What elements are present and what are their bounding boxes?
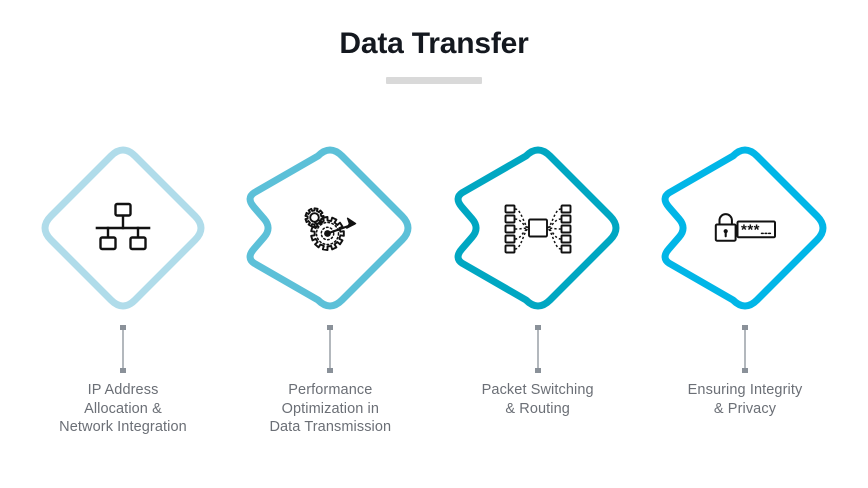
- diamond-shape-ip-address-allocation[interactable]: [28, 133, 218, 323]
- svg-text:***: ***: [741, 222, 760, 239]
- page-title: Data Transfer: [339, 27, 529, 60]
- title-underline-rule: [386, 77, 482, 84]
- connector-line-performance-optimization: [323, 323, 337, 375]
- packet-switch-icon: [443, 133, 633, 323]
- network-sitemap-icon: [28, 133, 218, 323]
- step-caption-ensuring-integrity-privacy: Ensuring Integrity & Privacy: [687, 382, 803, 417]
- lock-password-icon: ***: [650, 133, 840, 323]
- gears-target-arrow-icon: [235, 133, 425, 323]
- connector-line-ip-address-allocation: [116, 323, 130, 375]
- process-step-ip-address-allocation[interactable]: IP Address Allocation & Network Integrat…: [28, 133, 218, 437]
- connector-line-packet-switching-routing: [531, 323, 545, 375]
- connector-line-ensuring-integrity-privacy: [738, 323, 752, 375]
- process-step-ensuring-integrity-privacy[interactable]: *** Ensuring Integrity & Privacy: [650, 133, 840, 437]
- process-step-packet-switching-routing[interactable]: Packet Switching & Routing: [443, 133, 633, 437]
- page-header: Data Transfer: [0, 0, 868, 84]
- step-caption-ip-address-allocation: IP Address Allocation & Network Integrat…: [59, 382, 187, 435]
- process-step-performance-optimization[interactable]: Performance Optimization in Data Transmi…: [235, 133, 425, 437]
- diamond-shape-performance-optimization[interactable]: [235, 133, 425, 323]
- diamond-shape-ensuring-integrity-privacy[interactable]: ***: [650, 133, 840, 323]
- step-caption-packet-switching-routing: Packet Switching & Routing: [481, 382, 594, 417]
- diamond-shape-packet-switching-routing[interactable]: [443, 133, 633, 323]
- step-caption-performance-optimization: Performance Optimization in Data Transmi…: [269, 382, 392, 435]
- process-steps-row: IP Address Allocation & Network Integrat…: [0, 133, 868, 437]
